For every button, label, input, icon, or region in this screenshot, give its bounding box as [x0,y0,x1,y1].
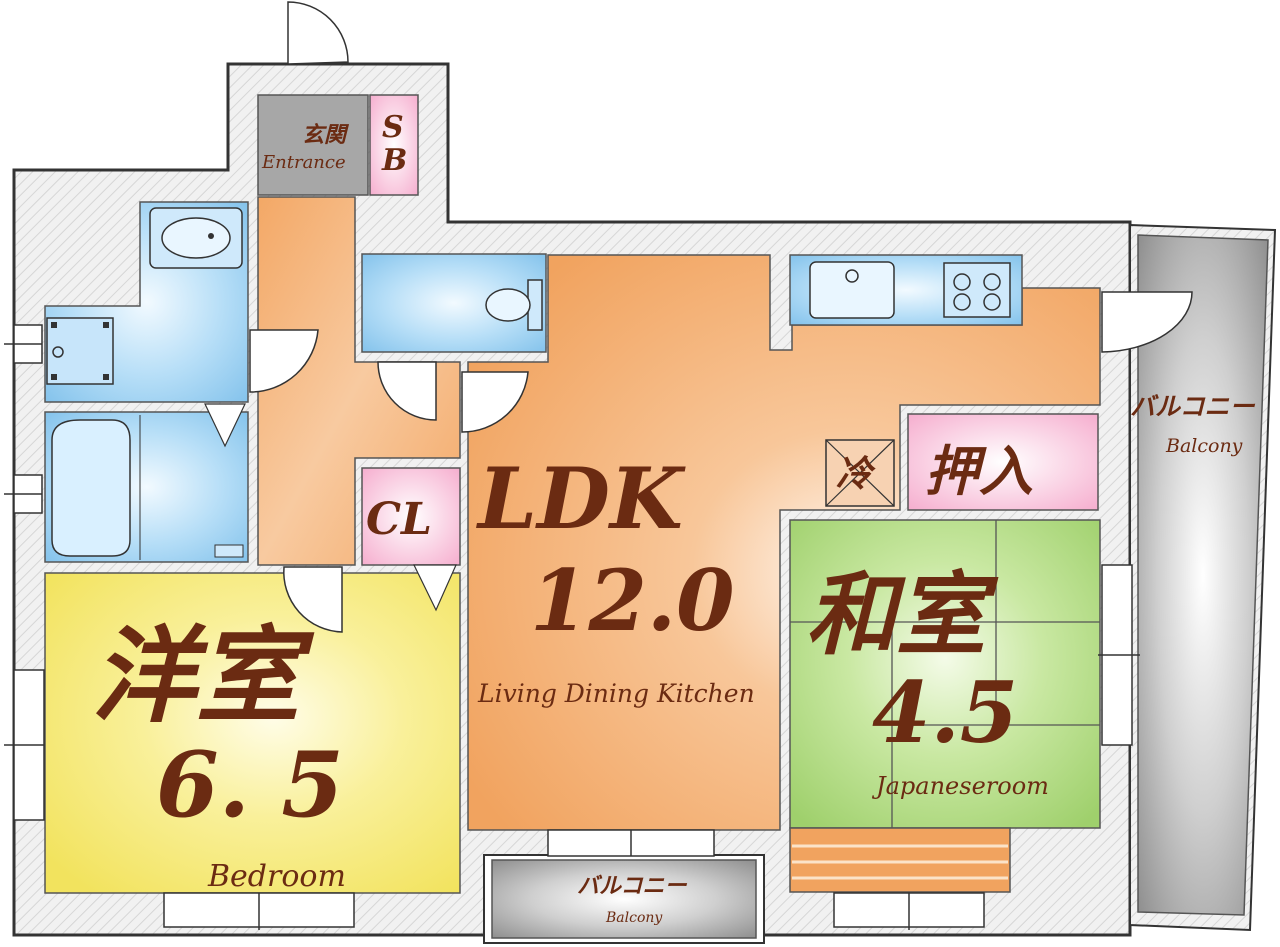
bedroom-room [44,572,461,894]
balcony-south-label-en: Balcony [605,910,663,926]
entrance-area [257,94,369,196]
bedroom-label-en: Bedroom [207,859,346,894]
ldk-door-icon [461,371,529,433]
balcony-east-label-jp: バルコニー [1130,392,1256,421]
bedroom-label: 洋室 [92,614,315,737]
kitchen-sink-icon [809,261,895,319]
washroom-door-icon [249,329,319,393]
bathtub-icon [51,419,131,557]
bedroom-size: 6. 5 [156,732,344,838]
ldk-label-en: Living Dining Kitchen [477,679,755,708]
japanese-room-label-en: Japaneseroom [871,772,1049,800]
hallway [257,196,461,566]
balcony-east-label-en: Balcony [1165,435,1243,457]
toilet-icon [485,288,531,322]
japanese-room [789,519,1101,829]
sb-label-line2: B [381,143,407,178]
washing-machine-icon [46,317,114,385]
entrance-label-en: Entrance [261,152,346,173]
refrigerator-label: 冷 [836,453,876,495]
bedroom-door-icon [283,566,343,633]
entrance-label-jp: 玄関 [302,122,350,148]
closet-label: 押入 [925,439,1033,503]
entrance-door-icon [287,1,349,65]
cl-label: CL [366,494,432,545]
sb-area [369,94,419,196]
sb-label-line1: S [382,110,404,145]
stove-icon [943,262,1011,318]
toilet-door-icon [377,361,437,421]
ldk-size: 12.0 [530,551,735,650]
japanese-room-size: 4.5 [872,663,1018,762]
cl-area [361,467,461,566]
japanese-room-label: 和室 [806,562,999,668]
balcony-south-label-jp: バルコニー [577,873,688,899]
closet-area [907,413,1099,511]
ldk-label: LDK [476,449,686,548]
balcony-door-icon [1101,291,1193,353]
